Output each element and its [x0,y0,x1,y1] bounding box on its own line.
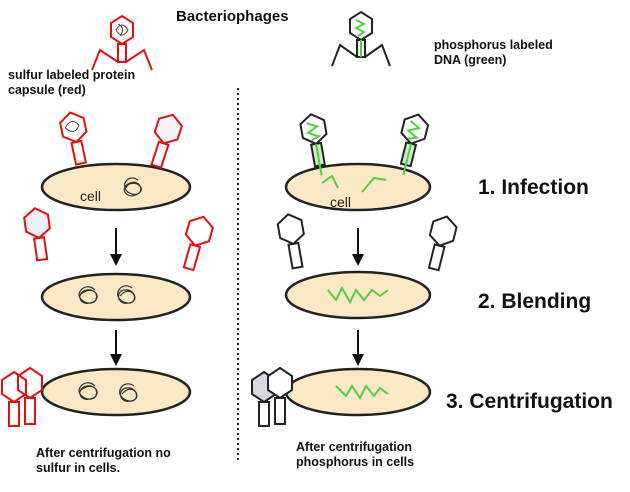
right-caption-line1: After centrifugation [296,440,412,454]
left-phage-free-1-icon [23,207,51,262]
left-cell-centrifugation [40,367,192,417]
flow-arrows [110,228,364,366]
legend-phage-black-icon [331,10,391,67]
right-cell-blending [284,270,432,320]
left-caption-line2: sulfur in cells. [36,461,121,475]
right-dna-strands [321,174,389,400]
phosphorus-label-line2: DNA (green) [434,53,507,67]
sulfur-label: sulfur labeled protein capsule (red) [8,68,178,98]
right-phage-attached-2-icon [399,113,430,175]
right-phage-free-2-icon [427,215,458,272]
left-cell-infection [40,162,192,212]
left-dna-tangles [78,177,142,402]
legend-phage-red-icon [91,14,153,71]
step-centrifugation: 3. Centrifugation [446,390,613,413]
cells [40,162,432,417]
right-caption-line2: phosphorus in cells [296,455,415,469]
step-infection: 1. Infection [478,176,589,199]
right-phage-attached-1-icon [299,113,328,176]
sulfur-label-text: sulfur labeled protein capsule (red) [8,68,136,97]
left-phage-attached-1-icon [59,111,88,166]
left-cell-blending [40,272,192,322]
step-blending: 2. Blending [478,290,592,313]
right-cell-centrifugation [284,367,432,417]
right-cell-label: cell [330,194,352,210]
diagram-title: Bacteriophages [176,8,289,25]
left-caption-line1: After centrifugation no [36,446,171,460]
left-cell-label: cell [80,188,102,204]
left-phage-attached-2-icon [150,113,184,169]
left-caption: After centrifugation no sulfur in cells. [36,446,171,476]
right-phage-free-1-icon [276,213,305,270]
phosphorus-label: phosphorus labeled DNA (green) [434,38,553,68]
phosphorus-label-line1: phosphorus labeled [434,38,553,52]
left-phage-pellet-1-icon [0,370,27,427]
right-caption: After centrifugation phosphorus in cells [296,440,414,470]
right-cell-infection [284,162,432,212]
right-phage-pellet-2-icon [267,366,293,425]
left-phage-free-2-icon [182,215,214,272]
left-phage-pellet-2-icon [17,366,43,425]
